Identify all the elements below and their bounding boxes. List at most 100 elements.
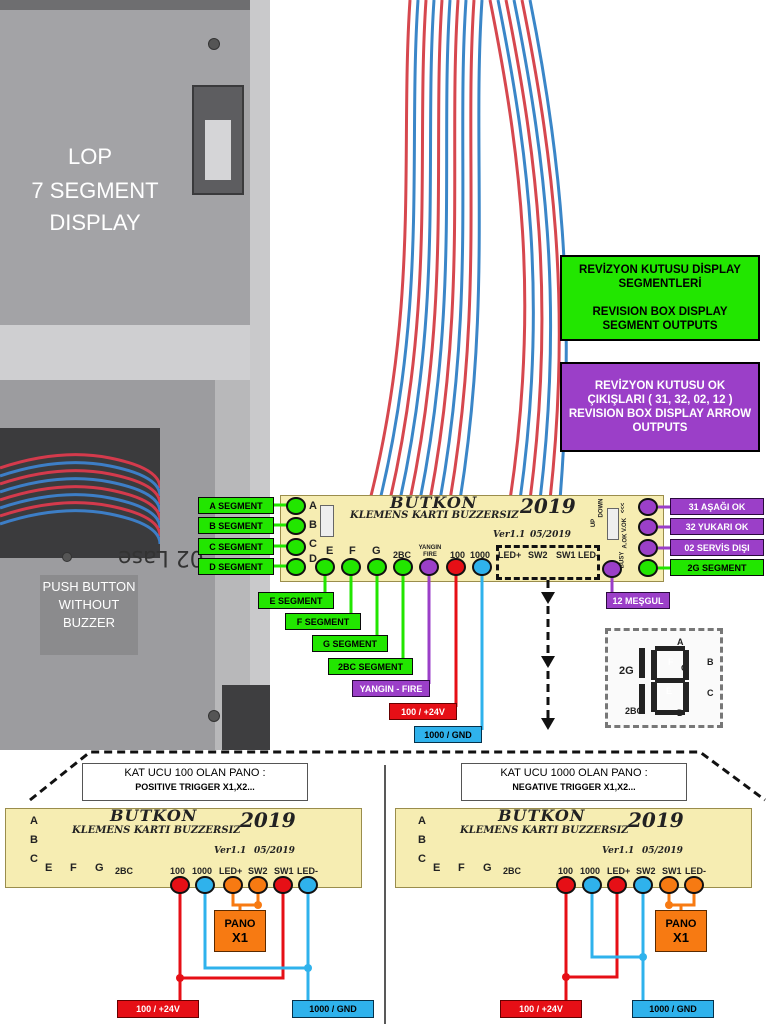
br-pin-c: C [418,853,426,865]
top-pin-c: C [309,538,317,550]
bl-pin-sw2: SW2 [248,866,268,876]
br-dot-led-plus [607,876,627,894]
fire-label: YANGIN - FIRE [352,680,430,697]
out-of-service-label: 02 SERVİS DIŞI [670,539,764,556]
br-pin-e: E [433,862,441,874]
bl-gnd-label: 1000 / GND [292,1000,374,1018]
bottom-left-title-line2: POSITIVE TRIGGER X1,X2... [135,782,255,792]
push-button-label [40,575,138,655]
bl-plus24-label: 100 / +24V [117,1000,199,1018]
seg-label-g: G [681,663,689,673]
seg-label-a: A [677,637,684,647]
top-pin-f: F [349,545,356,557]
bl-dot-led-plus [223,876,243,894]
bl-pin-led-minus: LED- [297,866,318,876]
lop-title-line1: LOP [67,144,113,169]
bottom-left-title: KAT UCU 100 OLAN PANO : POSITIVE TRIGGER… [82,763,308,801]
f-segment-label: F SEGMENT [285,613,361,630]
pin-dot-d [286,558,306,576]
connector-slot-inner [205,120,231,180]
bl-board-brand: BUTKON [110,806,198,825]
push-button-text: PUSH BUTTON WITHOUT BUZZER [42,579,136,630]
top-pin-1000: 1000 [470,550,491,560]
pin-dot-fire [419,558,439,576]
br-pin-a: A [418,815,426,827]
pin-dot-e [315,558,335,576]
br-pin-led-minus: LED- [685,866,706,876]
br-pano-label: PANO [665,918,697,930]
revision-box-segments-label: REVİZYON KUTUSU DİSPLAY SEGMENTLERİ REVI… [560,255,760,341]
pin-dot-busy [602,560,622,578]
seg-label-b: B [707,657,714,667]
seg-label-f: F [668,657,674,667]
br-board-brand: BUTKON [498,806,586,825]
revision-box-arrows-label: REVİZYON KUTUSU OK ÇIKIŞLARI ( 31, 32, 0… [560,362,760,452]
bl-pin-e: E [45,862,53,874]
pin-dot-2g [638,559,658,577]
bl-dot-sw1 [273,876,293,894]
top-pin-g: G [372,545,381,557]
wire-bundle-top [368,0,568,501]
top-board-date: 05/2019 [530,530,571,540]
gnd-label-top: 1000 / GND [414,726,482,743]
seg-label-d: D [677,708,684,718]
bl-pin-1000: 1000 [192,866,213,876]
br-board-date: 05/2019 [642,846,683,856]
br-pin-100: 100 [558,866,574,876]
bl-pano-box: PANO X1 [214,910,266,952]
br-dot-sw1 [659,876,679,894]
br-plus24-label: 100 / +24V [500,1000,582,1018]
bl-board-date: 05/2019 [254,846,295,856]
top-board-brand: BUTKON [390,493,478,512]
br-dot-100 [556,876,576,894]
pin-dot-a [286,497,306,515]
bottom-bracket [222,685,270,750]
top-pin-a: A [309,500,317,512]
top-pin-d: D [309,553,317,565]
screw-hole [62,552,72,562]
seg-label-2g: 2G [619,665,634,677]
bl-pin-a: A [30,815,38,827]
bl-board-subtitle: KLEMENS KARTI BUZZERSIZ [72,825,241,836]
relay-terminals-box [496,545,600,580]
a-segment-label: A SEGMENT [198,497,274,514]
lop-title-line3: DISPLAY [49,210,141,235]
bl-pin-b: B [30,834,38,846]
plus24-label-top: 100 / +24V [389,703,457,720]
photo-separator [0,325,250,380]
bottom-left-board [5,808,362,888]
bl-dot-led-minus [298,876,318,894]
top-pin-e: E [326,545,334,557]
b-segment-label: B SEGMENT [198,517,274,534]
lop-title-line2: 7 SEGMENT [31,178,159,203]
pin-dot-f [341,558,361,576]
screw-hole [208,38,220,50]
bottom-right-board [395,808,752,888]
top-pin-b: B [309,519,317,531]
pin-dot-100 [446,558,466,576]
top-board-right-connector [607,508,619,540]
busy-label: 12 MEŞGUL [606,592,670,609]
bl-x1-label: X1 [232,930,248,945]
top-pin-sw2: SW2 [528,550,548,560]
seg-label-c: C [707,688,714,698]
2g-segment-label: 2G SEGMENT [670,559,764,576]
bl-pin-c: C [30,853,38,865]
top-board-ver: Ver1.1 [493,530,526,540]
g-segment-label: G SEGMENT [312,635,388,652]
br-board-ver: Ver1.1 [602,846,635,856]
2bc-segment-label: 2BC SEGMENT [328,658,413,675]
pin-dot-b [286,517,306,535]
bl-pano-label: PANO [224,918,256,930]
br-pin-b: B [418,834,426,846]
down-arrow-label: 31 AŞAĞI OK [670,498,764,515]
seg-label-e: E [666,686,673,696]
br-pin-sw2: SW2 [636,866,656,876]
br-dot-sw2 [633,876,653,894]
bl-dot-1000 [195,876,215,894]
bottom-left-title-line1: KAT UCU 100 OLAN PANO : [124,767,266,779]
top-pin-sw1: SW1 [556,550,576,560]
